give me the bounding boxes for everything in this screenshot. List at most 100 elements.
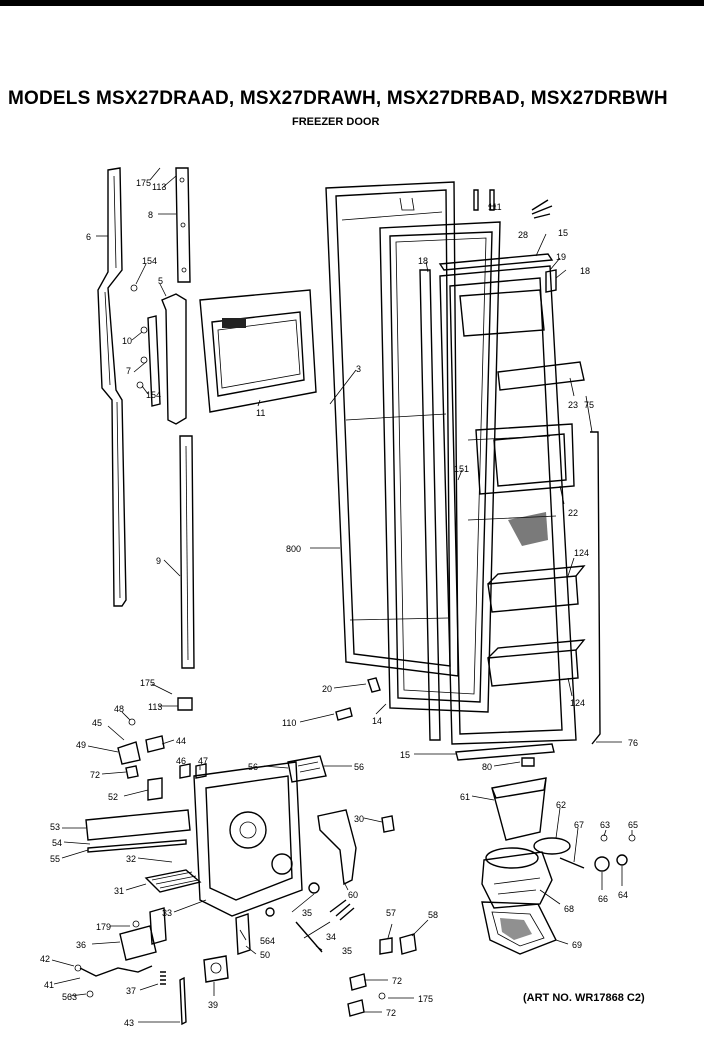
callout-50: 50	[260, 950, 270, 960]
lever-part	[117, 718, 165, 765]
callout-5: 5	[158, 276, 163, 286]
callout-64: 64	[618, 890, 628, 900]
spring-part-37	[160, 971, 166, 985]
dispenser-housing	[193, 761, 303, 917]
gear-housing-part	[481, 901, 557, 955]
screw-part-65	[628, 834, 636, 842]
grille-part	[144, 869, 202, 893]
callout-labels: 175 113 6 8 154 5 10 7 154 11 3 18 111 2…	[40, 178, 638, 1028]
top-clip-part	[473, 189, 495, 211]
trim-strip-part	[179, 435, 195, 669]
callout-563: 563	[62, 992, 77, 1002]
screw-part-72	[125, 765, 139, 779]
hinge-bracket-part	[130, 284, 187, 425]
spring-part	[531, 199, 553, 219]
callout-28: 28	[518, 230, 528, 240]
dispenser-recess-panel	[199, 289, 317, 413]
callout-69: 69	[572, 940, 582, 950]
callout-39: 39	[208, 1000, 218, 1010]
callout-110: 110	[282, 718, 296, 728]
fastener-part-175	[378, 992, 386, 1000]
small-switch-parts	[179, 763, 207, 779]
callout-65: 65	[628, 820, 638, 830]
callout-113-mid: 113	[148, 702, 162, 712]
callout-31: 31	[114, 886, 124, 896]
bushing-part-564	[265, 907, 275, 917]
bottom-cap-part	[455, 743, 555, 761]
rod-part-67	[559, 857, 585, 869]
callout-67: 67	[574, 820, 584, 830]
top-cap-part	[438, 253, 554, 271]
callout-18-left: 18	[418, 256, 428, 266]
door-bin-lower	[487, 639, 586, 687]
callout-7: 7	[126, 366, 131, 376]
leader-lines	[51, 167, 633, 1023]
callout-49: 49	[76, 740, 86, 750]
callout-75: 75	[584, 400, 594, 410]
handle-trim-part	[497, 361, 585, 391]
callout-72-right-upper: 72	[392, 976, 402, 986]
dispenser-cover-part	[475, 423, 575, 495]
clip-part-72-b	[347, 999, 365, 1017]
callout-179: 179	[96, 922, 111, 932]
callout-175-bottom: 175	[418, 994, 433, 1004]
callout-35-upper: 35	[302, 908, 312, 918]
callout-14: 14	[372, 716, 382, 726]
callout-3: 3	[356, 364, 361, 374]
callout-564: 564	[260, 936, 275, 946]
side-clip-part	[545, 269, 557, 293]
door-gasket-part	[379, 221, 501, 713]
callout-48: 48	[114, 704, 124, 714]
liner-strip-part	[419, 269, 441, 741]
callout-46: 46	[176, 756, 186, 766]
dispenser-panel-strip	[85, 809, 191, 853]
callout-62: 62	[556, 800, 566, 810]
page-subtitle: FREEZER DOOR	[292, 116, 380, 128]
clip-part-72-a	[349, 973, 367, 991]
door-bin-upper	[487, 565, 586, 613]
top-border-bar	[0, 0, 704, 6]
hinge-strip-part	[175, 167, 191, 283]
callout-54: 54	[52, 838, 62, 848]
inner-door-liner	[439, 265, 577, 745]
page-title: MODELS MSX27DRAAD, MSX27DRAWH, MSX27DRBA…	[8, 88, 668, 109]
switch-part-58	[399, 933, 417, 955]
callout-15-top: 15	[558, 228, 568, 238]
callout-154-bottom: 154	[146, 390, 161, 400]
callout-18-right: 18	[580, 266, 590, 276]
callout-175-top: 175	[136, 178, 151, 188]
auger-motor-part	[481, 847, 553, 909]
callout-43: 43	[124, 1018, 134, 1028]
bushing-part-35	[308, 882, 320, 894]
callout-10: 10	[122, 336, 132, 346]
screw-part-20	[367, 677, 381, 693]
callout-72-left: 72	[90, 770, 100, 780]
callout-11: 11	[256, 408, 265, 418]
callout-124-lower: 124	[570, 698, 585, 708]
callout-55: 55	[50, 854, 60, 864]
lower-wire-part	[79, 965, 153, 977]
callout-32: 32	[126, 854, 136, 864]
callout-57: 57	[386, 908, 396, 918]
callout-47: 47	[198, 756, 208, 766]
clip-part-110	[335, 707, 353, 721]
callout-68: 68	[564, 904, 574, 914]
hinge-cap-part	[177, 697, 193, 711]
wire-harness-part	[590, 431, 601, 745]
gasket-strip-part	[97, 167, 127, 607]
callout-124-upper: 124	[574, 548, 589, 558]
callout-9: 9	[156, 556, 161, 566]
callout-35-lower: 35	[342, 946, 352, 956]
callout-22: 22	[568, 508, 578, 518]
solenoid-part	[287, 755, 327, 783]
switch-part-52	[147, 777, 163, 801]
callout-20: 20	[322, 684, 332, 694]
callout-19: 19	[556, 252, 566, 262]
callout-33: 33	[162, 908, 172, 918]
fastener-part-42	[74, 964, 82, 972]
callout-76: 76	[628, 738, 638, 748]
callout-53: 53	[50, 822, 60, 832]
callout-63: 63	[600, 820, 610, 830]
callout-72-right-lower: 72	[386, 1008, 396, 1018]
